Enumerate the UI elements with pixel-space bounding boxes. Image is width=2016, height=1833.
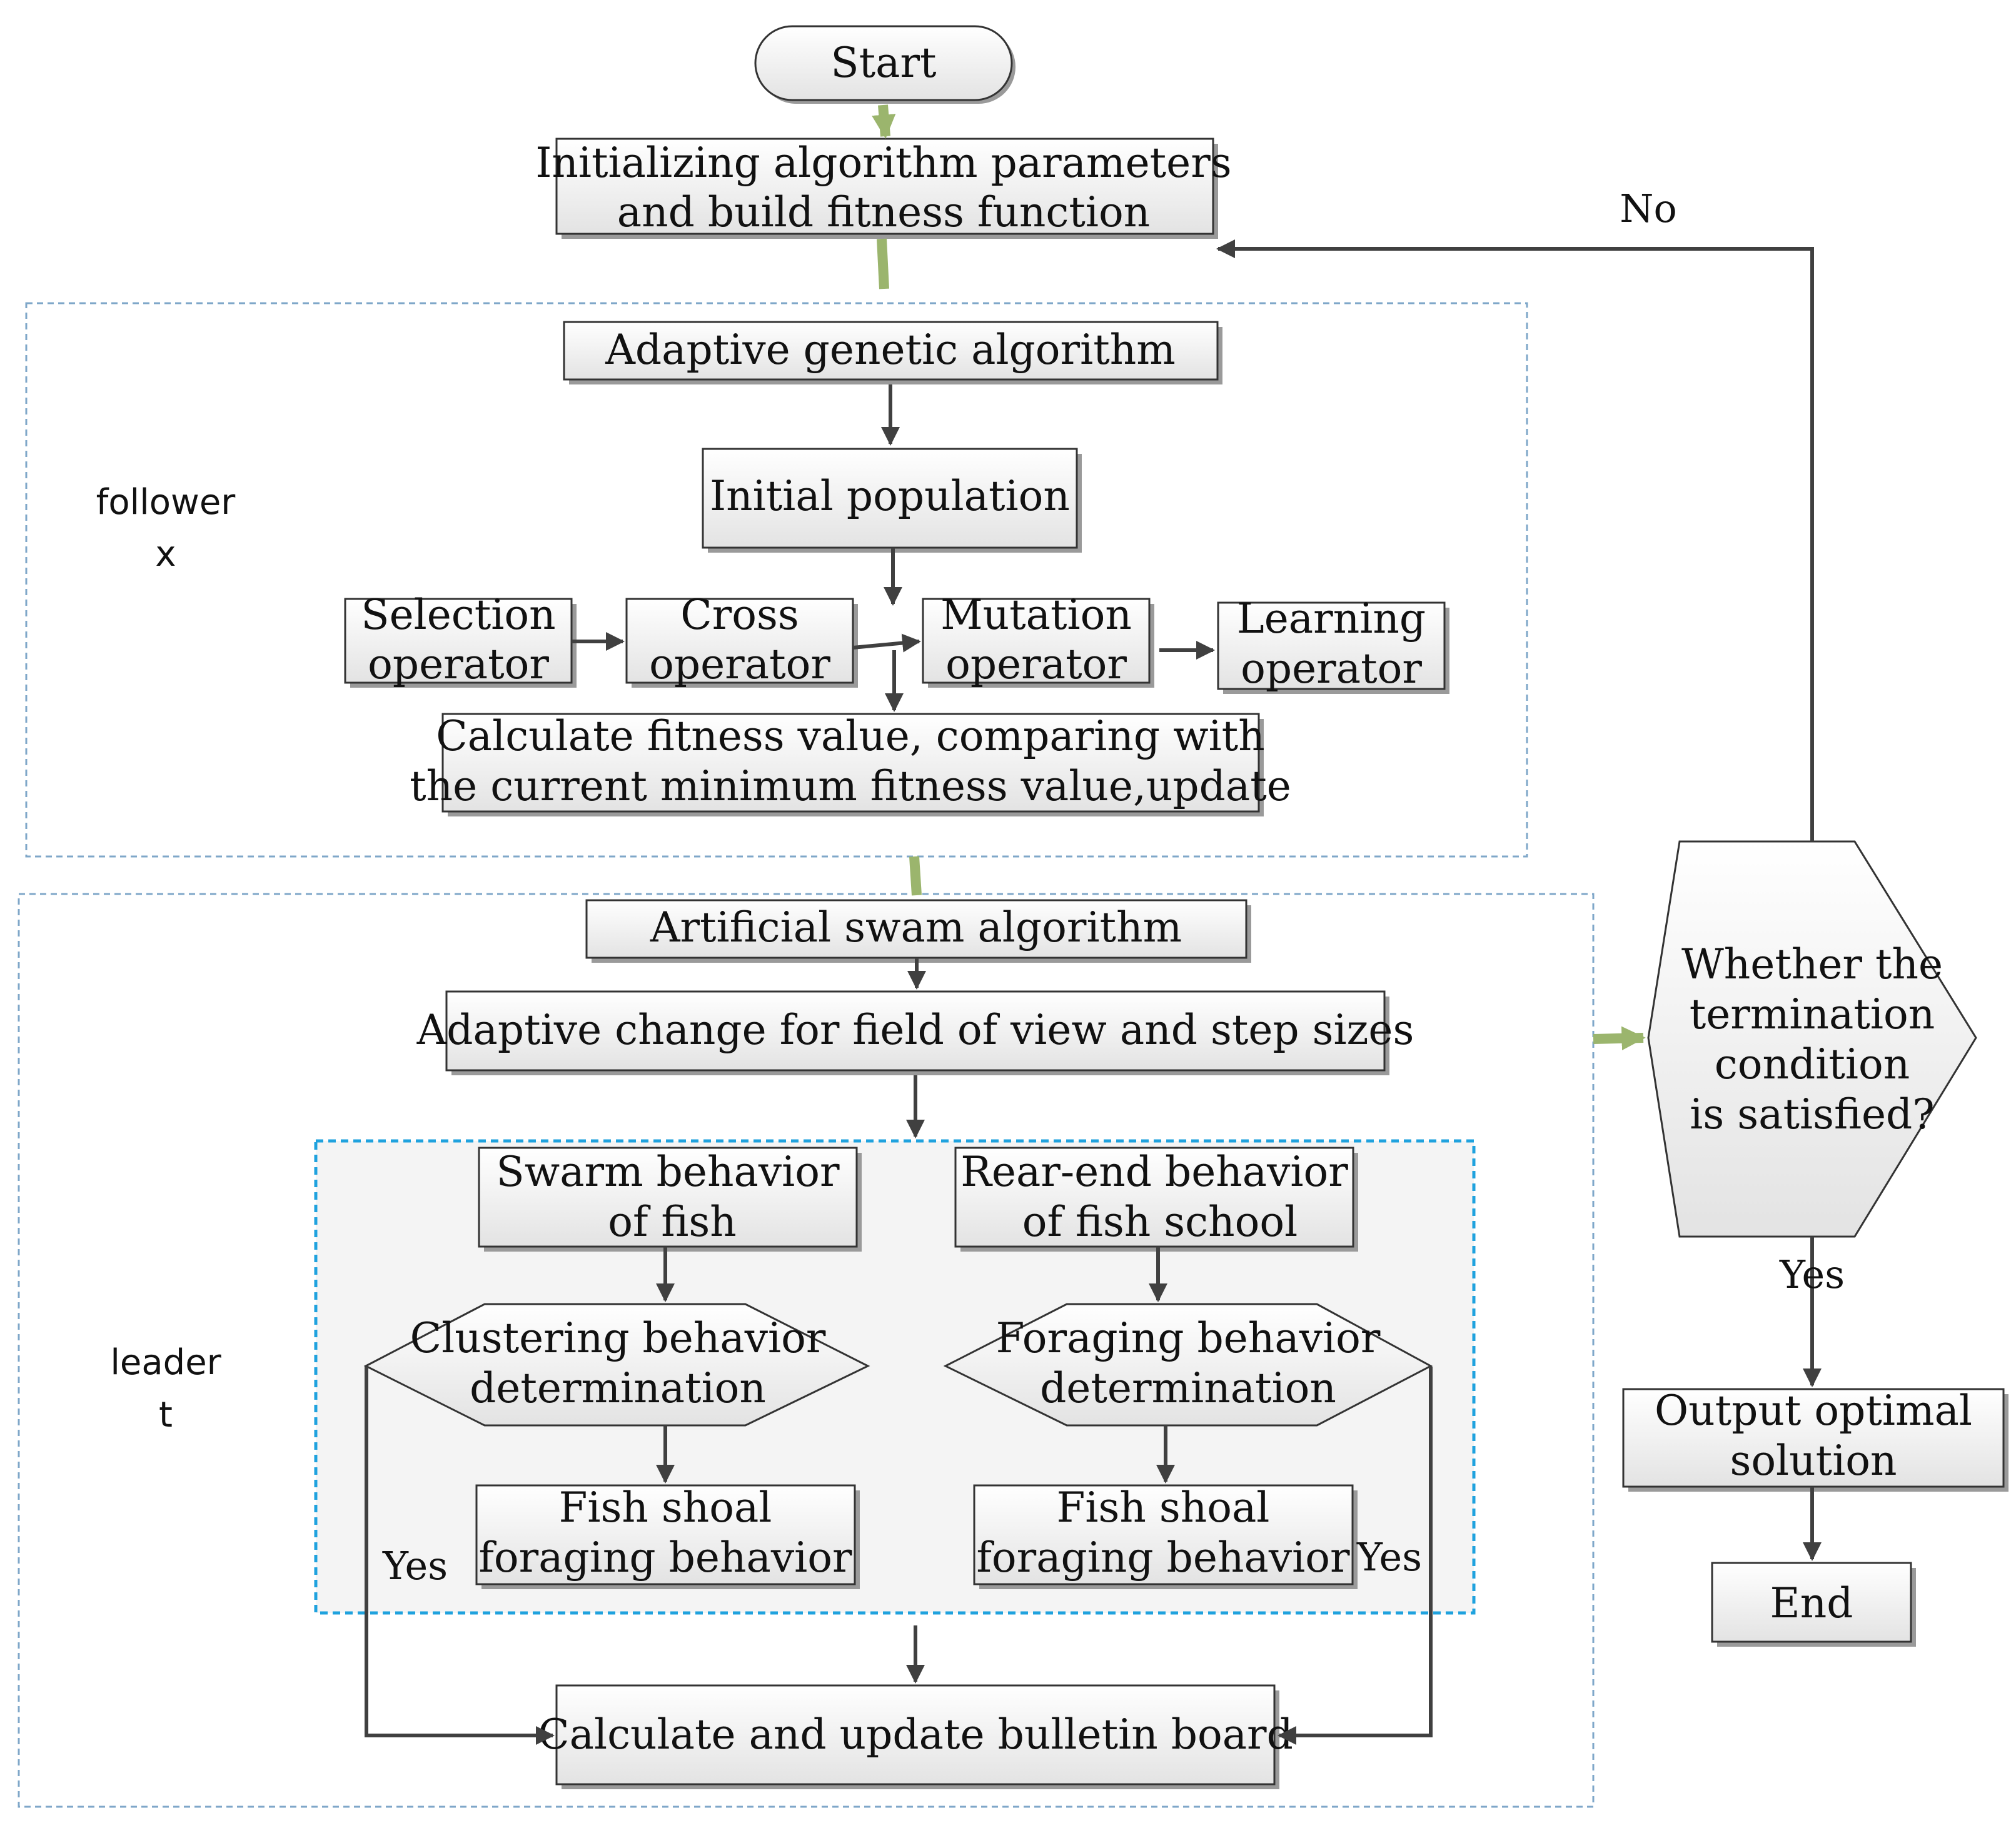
termination-decision-node: Whether the termination condition is sat… <box>1647 840 1977 1238</box>
svg-text:condition: condition <box>1715 1040 1910 1088</box>
follower-variable-label: x <box>155 534 176 575</box>
svg-text:foraging behavior: foraging behavior <box>479 1534 852 1582</box>
adaptive-change-node: Adaptive change for field of view and st… <box>416 990 1414 1075</box>
rear-end-behavior-node: Rear-end behavior of fish school <box>954 1147 1358 1252</box>
start-to-init-arrow <box>872 104 896 139</box>
svg-text:Swarm behavior: Swarm behavior <box>496 1148 839 1196</box>
follower-label: follower <box>96 482 236 523</box>
svg-text:of fish school: of fish school <box>1022 1198 1298 1246</box>
svg-text:determination: determination <box>1040 1364 1336 1412</box>
follower-group-region <box>25 302 1528 858</box>
clustering-yes-to-bulletin-arrow <box>365 1367 555 1745</box>
svg-text:the current minimum fitness va: the current minimum fitness value,update <box>410 762 1291 810</box>
svg-text:operator: operator <box>945 640 1127 688</box>
artificial-swam-algorithm-node: Artificial swam algorithm <box>585 899 1251 963</box>
initialize-node: Initializing algorithm parameters and bu… <box>535 138 1232 239</box>
svg-text:and build fitness function: and build fitness function <box>617 188 1150 236</box>
svg-text:Cross: Cross <box>680 591 799 639</box>
foraging-yes-label: Yes <box>1356 1534 1422 1580</box>
mutation-operator-node: Mutation operator <box>922 591 1154 688</box>
leader-variable-label: t <box>159 1395 173 1435</box>
svg-text:operator: operator <box>368 640 549 688</box>
termination-no-loop-arrow <box>1216 239 1814 841</box>
svg-text:Adaptive change for field of v: Adaptive change for field of view and st… <box>416 1006 1414 1054</box>
svg-text:Calculate and update bulletin: Calculate and update bulletin board <box>538 1710 1293 1759</box>
svg-text:Fish shoal: Fish shoal <box>1057 1484 1270 1532</box>
foraging-determination-node: Foraging behavior determination <box>943 1303 1433 1427</box>
bulletin-board-node: Calculate and update bulletin board <box>538 1684 1293 1789</box>
clustering-yes-label: Yes <box>382 1543 448 1589</box>
svg-text:Whether the: Whether the <box>1681 940 1943 988</box>
foraging-yes-to-bulletin-arrow <box>1278 1367 1433 1745</box>
follower-to-leader-arrow <box>909 856 922 896</box>
cross-operator-node: Cross operator <box>625 591 858 688</box>
no-label: No <box>1620 186 1677 231</box>
svg-text:Fish shoal: Fish shoal <box>559 1484 772 1532</box>
leader-label: leader <box>110 1342 221 1383</box>
svg-text:Start: Start <box>830 39 936 87</box>
calculate-fitness-node: Calculate fitness value, comparing with … <box>410 712 1291 816</box>
fish-shoal-foraging-left-node: Fish shoal foraging behavior <box>475 1484 860 1589</box>
svg-text:Rear-end behavior: Rear-end behavior <box>960 1148 1348 1196</box>
leader-group-region <box>18 893 1595 1808</box>
svg-text:foraging behavior: foraging behavior <box>977 1534 1350 1582</box>
svg-text:operator: operator <box>649 640 830 688</box>
end-node: End <box>1711 1562 1916 1647</box>
svg-text:termination: termination <box>1690 990 1935 1038</box>
svg-text:solution: solution <box>1730 1437 1897 1485</box>
clustering-determination-node: Clustering behavior determination <box>363 1303 870 1427</box>
svg-text:Learning: Learning <box>1237 595 1426 643</box>
fish-shoal-foraging-right-node: Fish shoal foraging behavior <box>973 1484 1358 1589</box>
svg-text:of fish: of fish <box>608 1198 737 1246</box>
svg-text:Calculate fitness value, compa: Calculate fitness value, comparing with <box>436 712 1264 760</box>
cross-to-mutation-arrow <box>852 633 921 653</box>
init-to-follower-arrow <box>877 238 889 289</box>
svg-text:determination: determination <box>470 1364 766 1412</box>
swarm-behavior-node: Swarm behavior of fish <box>478 1147 862 1252</box>
svg-text:Clustering behavior: Clustering behavior <box>410 1314 826 1362</box>
svg-text:operator: operator <box>1241 645 1422 693</box>
svg-text:Output optimal: Output optimal <box>1655 1387 1972 1435</box>
svg-text:Foraging behavior: Foraging behavior <box>996 1314 1381 1362</box>
adaptive-genetic-algorithm-node: Adaptive genetic algorithm <box>563 321 1222 384</box>
svg-text:Initializing algorithm paramet: Initializing algorithm parameters <box>535 139 1231 187</box>
leader-to-termination-arrow <box>1593 1026 1646 1051</box>
svg-text:Initial population: Initial population <box>710 472 1070 520</box>
svg-text:Mutation: Mutation <box>940 591 1132 639</box>
learning-operator-node: Learning operator <box>1217 595 1449 694</box>
svg-text:is satisfied?: is satisfied? <box>1690 1090 1934 1138</box>
selection-operator-node: Selection operator <box>344 591 577 688</box>
output-solution-node: Output optimal solution <box>1622 1387 2008 1492</box>
svg-text:Artificial swam algorithm: Artificial swam algorithm <box>650 903 1182 952</box>
svg-text:Adaptive genetic algorithm: Adaptive genetic algorithm <box>605 326 1176 374</box>
svg-text:Selection: Selection <box>361 591 555 639</box>
svg-text:End: End <box>1770 1579 1853 1627</box>
termination-yes-label: Yes <box>1779 1252 1845 1297</box>
start-node: Start <box>754 25 1016 104</box>
initial-population-node: Initial population <box>702 448 1082 553</box>
